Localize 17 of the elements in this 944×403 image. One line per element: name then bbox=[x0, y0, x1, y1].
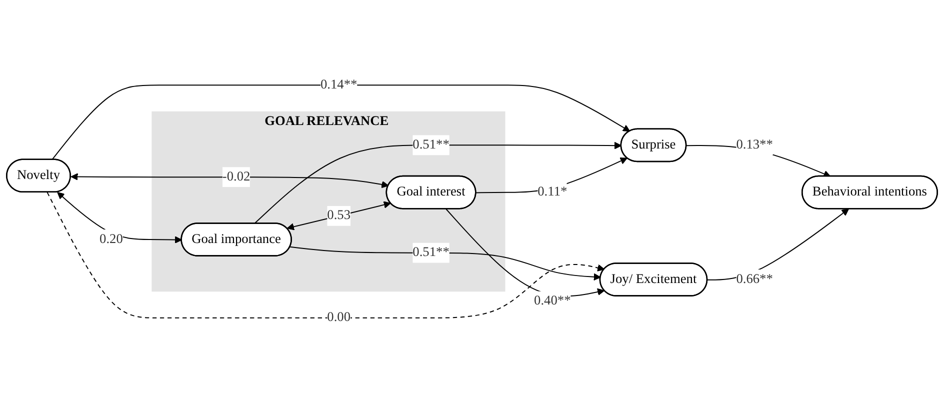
arrow bbox=[51, 84, 630, 160]
arrow bbox=[286, 201, 391, 230]
edge-label: 0.51** bbox=[412, 245, 450, 260]
edge-label: 0.51** bbox=[412, 138, 450, 152]
edge-label: 0.00 bbox=[327, 310, 351, 325]
edge-label: 0.20 bbox=[100, 232, 123, 246]
edge-label: -0.02 bbox=[222, 170, 250, 184]
arrow bbox=[57, 192, 182, 244]
arrow bbox=[254, 142, 622, 224]
edge-label: 0.53 bbox=[327, 208, 351, 223]
edge-label: 0.11* bbox=[538, 184, 568, 199]
arrow bbox=[70, 173, 389, 188]
edge-label: 0.40** bbox=[534, 294, 571, 308]
edge-label: 0.13** bbox=[736, 138, 773, 152]
edge-label: 0.14** bbox=[320, 78, 358, 92]
arrow bbox=[290, 246, 601, 281]
edge-label: 0.66** bbox=[736, 272, 773, 286]
